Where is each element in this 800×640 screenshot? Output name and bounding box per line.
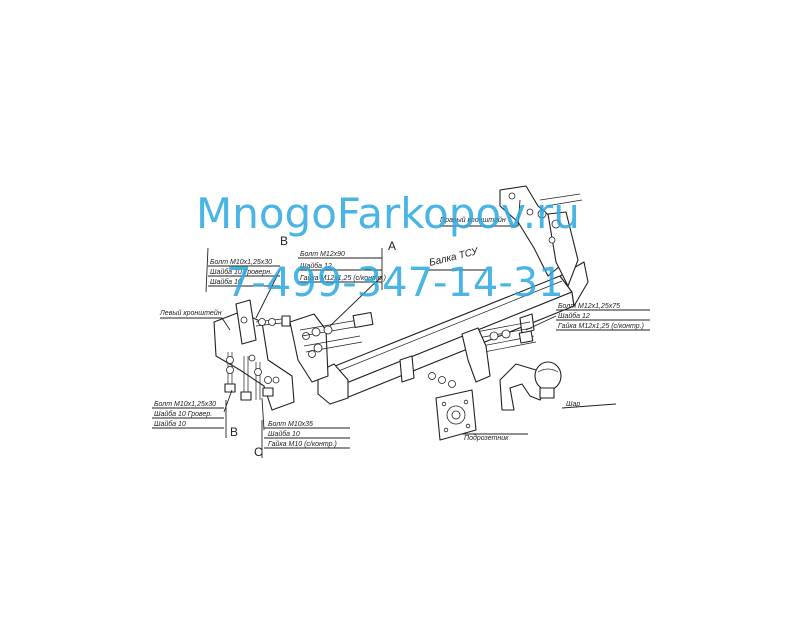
tow-ball <box>461 327 562 411</box>
callout-c-line-3: Гайка М10 (с/контр.) <box>268 440 337 448</box>
callout-socket-plate: Подрозетник <box>464 434 509 442</box>
right-bracket <box>499 185 583 287</box>
bolt-set-ball <box>428 321 537 388</box>
bolt-set-a <box>299 311 374 353</box>
letter-b-top: B <box>280 234 288 248</box>
left-bracket <box>213 299 329 411</box>
callout-b-bottom-line-2: Шайба 10 Гровер. <box>154 410 212 418</box>
callout-a-line-1: Болт М12х90 <box>300 251 345 258</box>
callout-b-top-line-3: Шайба 10 <box>210 278 242 286</box>
callout-right-bracket: Правый кронштейн <box>440 216 506 224</box>
bolt-set-b-bottom <box>224 352 252 401</box>
callout-b-top-line-1: Болт М10х1,25х30 <box>210 259 272 266</box>
watermark: MnogoFarkopov.ru 7-499-347-14-31 <box>196 189 580 306</box>
callout-ball-bolts-line-3: Гайка М12х1,25 (с/контр.) <box>558 322 644 330</box>
callout-ball-bolts-line-2: Шайба 12 <box>558 312 590 320</box>
watermark-phone: 7-499-347-14-31 <box>226 260 564 306</box>
callout-a-line-3: Гайка М12х1,25 (с/контр.) <box>300 274 386 282</box>
socket-plate <box>435 389 477 441</box>
section-letters: B A B C <box>230 234 396 459</box>
letter-c: C <box>254 445 263 459</box>
beam <box>317 261 589 405</box>
callout-b-top-line-2: Шайба 10 Гроверн. <box>210 268 272 276</box>
letter-b-bottom: B <box>230 425 238 439</box>
letter-a: A <box>388 239 396 253</box>
callout-b-bottom-line-3: Шайба 10 <box>154 420 186 428</box>
leader-lines <box>152 199 650 458</box>
callout-c-line-2: Шайба 10 <box>268 430 300 438</box>
callout-b-bottom-line-1: Болт М10х1,25х30 <box>154 401 216 408</box>
callout-ball: Шар <box>566 401 580 408</box>
callout-c-line-1: Болт М10х35 <box>268 421 313 428</box>
callout-a-line-2: Шайба 12 <box>300 262 332 270</box>
watermark-site: MnogoFarkopov.ru <box>196 189 580 238</box>
bolt-set-c <box>254 362 274 400</box>
bolt-set-b-top <box>255 315 291 327</box>
callout-left-bracket: Левый кронштейн <box>159 309 222 317</box>
callout-ball-bolts-line-1: Болт М12х1,25х75 <box>558 303 620 310</box>
